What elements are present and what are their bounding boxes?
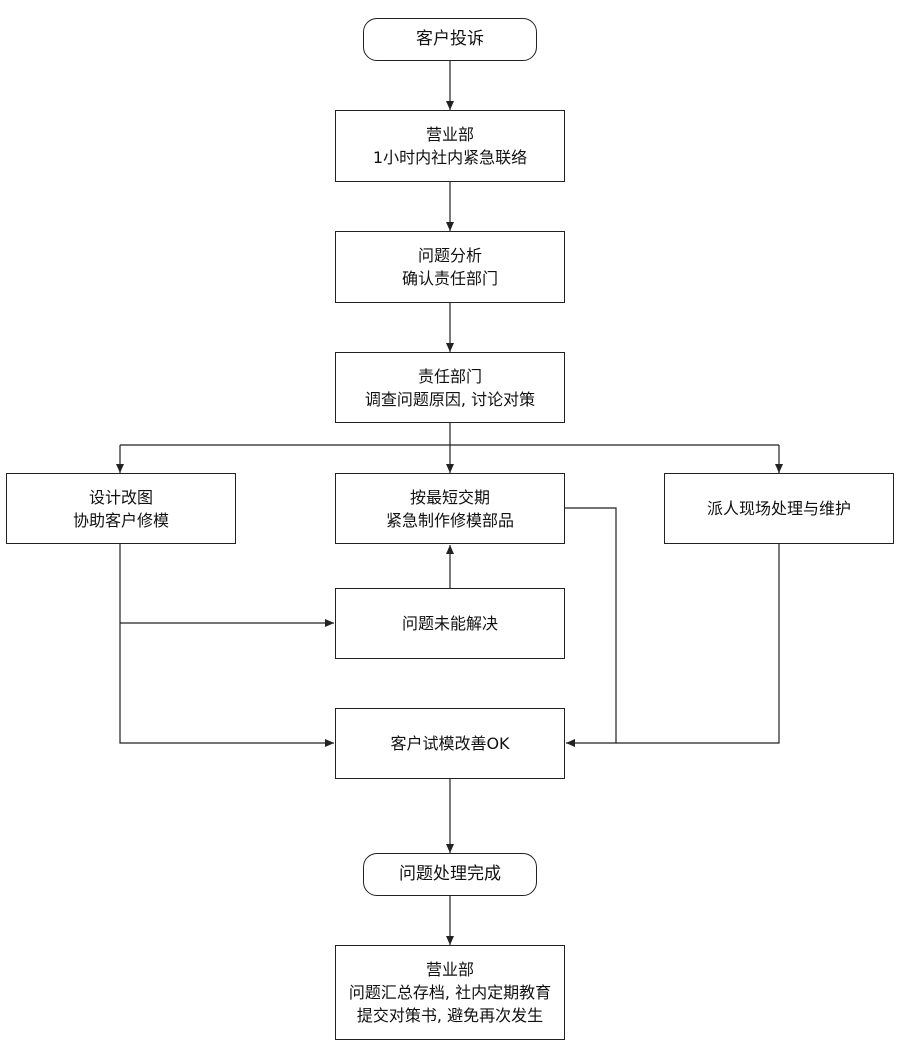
node-text: 调查问题原因, 讨论对策: [364, 389, 536, 409]
node-onsite-service: 派人现场处理与维护: [664, 473, 894, 544]
node-problem-complete: 问题处理完成: [363, 853, 537, 896]
node-text: 紧急制作修模部品: [385, 510, 514, 530]
node-text: 确认责任部门: [401, 269, 498, 288]
node-text: 营业部: [425, 125, 474, 144]
node-text: 设计改图: [88, 487, 153, 507]
node-text: 协助客户修模: [72, 510, 169, 530]
node-customer-trial-ok: 客户试模改善OK: [335, 708, 565, 779]
node-text: 客户投诉: [416, 29, 484, 49]
node-design-change: 设计改图 协助客户修模: [6, 473, 236, 544]
node-text: 问题分析: [417, 246, 482, 265]
node-text: 问题处理完成: [399, 864, 501, 884]
node-text: 责任部门: [417, 366, 482, 386]
line-urgent-parts-to-trial: [564, 507, 617, 747]
node-sales-emergency-contact: 营业部 1小时内社内紧急联络: [335, 110, 565, 182]
node-text: 1小时内社内紧急联络: [372, 148, 528, 167]
node-text: 营业部: [425, 960, 474, 979]
node-text: 提交对策书, 避免再次发生: [356, 1006, 544, 1025]
node-text: 问题汇总存档, 社内定期教育: [348, 983, 552, 1002]
node-sales-archive: 营业部 问题汇总存档, 社内定期教育 提交对策书, 避免再次发生: [335, 945, 565, 1040]
node-problem-analysis: 问题分析 确认责任部门: [335, 231, 565, 303]
node-text: 派人现场处理与维护: [706, 499, 851, 518]
node-text: 按最短交期: [409, 487, 490, 507]
node-responsible-dept-investigation: 责任部门 调查问题原因, 讨论对策: [335, 352, 565, 423]
node-customer-complaint: 客户投诉: [363, 18, 537, 61]
node-text: 客户试模改善OK: [390, 734, 510, 753]
node-problem-unsolved: 问题未能解决: [335, 588, 565, 659]
node-text: 问题未能解决: [401, 614, 498, 633]
node-urgent-parts: 按最短交期 紧急制作修模部品: [335, 473, 565, 544]
line-onsite-to-trial: [616, 544, 780, 744]
line-design-down: [119, 544, 334, 747]
